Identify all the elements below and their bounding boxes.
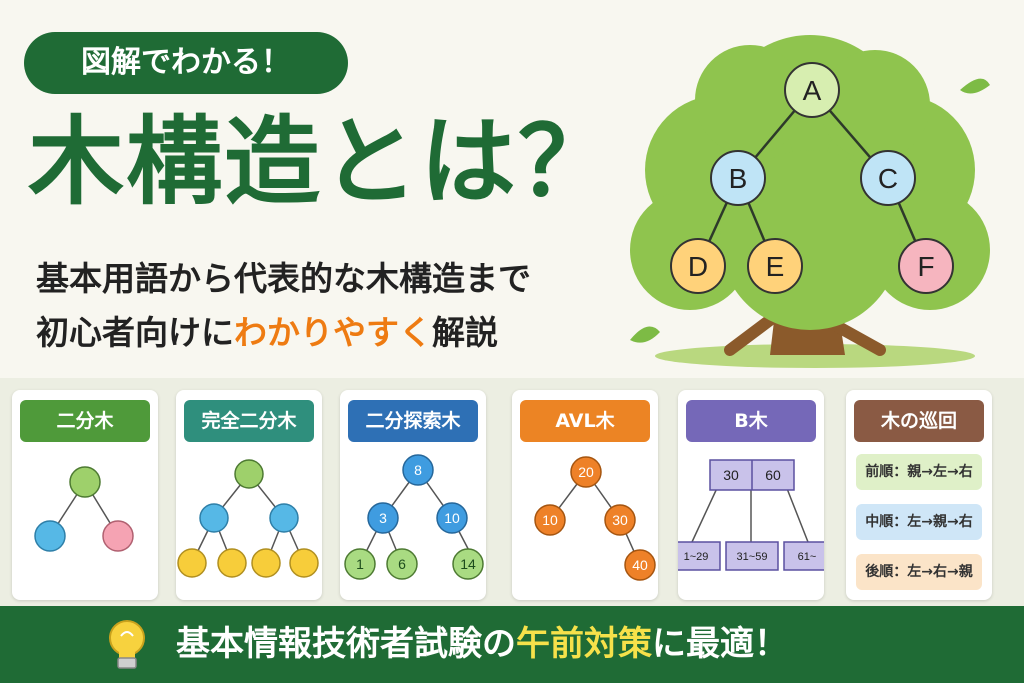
card-binary-search-tree: 二分探索木 8 3 10 1 6 14: [340, 390, 486, 600]
bst-node-label: 8: [414, 462, 422, 478]
footer-suffix: に最適！: [652, 624, 788, 664]
b-tree-child-range: 31~59: [737, 551, 768, 563]
tree-node: [34, 520, 66, 552]
card-tree-traversal: 木の巡回 前順：親→左→右 中順：左→親→右 後順：左→右→親: [846, 390, 992, 600]
intro-badge: 図解でわかる！: [24, 32, 348, 94]
tree-node: [289, 548, 319, 578]
card-binary-tree: 二分木: [12, 390, 158, 600]
subtitle-line-2: 初心者向けにわかりやすく解説: [36, 306, 531, 360]
b-tree-diagram: 30 60 1~29 31~59 61~: [678, 459, 824, 571]
b-tree-child-node: [678, 541, 721, 571]
card-title: 二分探索木: [348, 400, 478, 442]
avl-node-label: 30: [612, 512, 628, 528]
avl-node: [534, 504, 566, 536]
subtitle: 基本用語から代表的な木構造まで 初心者向けにわかりやすく解説: [36, 252, 531, 360]
bst-node: [436, 502, 468, 534]
footer-highlight: 午前対策: [516, 624, 652, 664]
bst-node-label: 1: [356, 556, 364, 572]
bst-node: [344, 548, 376, 580]
binary-search-tree-diagram: 8 3 10 1 6 14: [344, 454, 484, 580]
bst-node: [452, 548, 484, 580]
tree-node: [177, 548, 207, 578]
card-b-tree: B木 30 60 1~29 31~59 61~: [678, 390, 824, 600]
traversal-inorder: 中順：左→親→右: [856, 504, 982, 540]
card-title: AVL木: [520, 400, 650, 442]
card-complete-binary-tree: 完全二分木: [176, 390, 322, 600]
tree-node: [199, 503, 229, 533]
b-tree-child-range: 61~: [798, 551, 817, 563]
hero-section: 図解でわかる！ 木構造とは？ 基本用語から代表的な木構造まで 初心者向けにわかり…: [24, 32, 990, 368]
bst-node: [386, 548, 418, 580]
svg-text:D: D: [688, 251, 708, 282]
tree-node-C: C: [860, 150, 916, 206]
bst-node-label: 6: [398, 556, 406, 572]
subtitle-prefix: 初心者向けに: [36, 313, 234, 352]
page-title: 木構造とは？: [28, 106, 616, 218]
card-title: 木の巡回: [854, 400, 984, 442]
subtitle-accent: わかりやすく: [234, 313, 432, 352]
tree-node: [251, 548, 281, 578]
binary-tree-diagram: [34, 466, 134, 552]
bst-node: [367, 502, 399, 534]
tree-node-B: B: [710, 150, 766, 206]
bst-node: [402, 454, 434, 486]
tree-node-A: A: [784, 62, 840, 118]
b-tree-key: 60: [765, 467, 781, 483]
tree-node: [269, 503, 299, 533]
bst-node-label: 3: [379, 510, 387, 526]
footer-text: 基本情報技術者試験の午前対策に最適！: [176, 606, 788, 683]
avl-node: [604, 504, 636, 536]
svg-text:C: C: [878, 163, 898, 194]
b-tree-key: 30: [723, 467, 739, 483]
card-title: B木: [686, 400, 816, 442]
tree-node-D: D: [670, 238, 726, 294]
tree-roots: [724, 314, 886, 356]
avl-node-label: 10: [542, 512, 558, 528]
tree-node: [102, 520, 134, 552]
card-avl-tree: AVL木 20 10 30 40: [512, 390, 658, 600]
tree-node: [217, 548, 247, 578]
card-title: 二分木: [20, 400, 150, 442]
traversal-postorder: 後順：左→右→親: [856, 554, 982, 590]
svg-text:F: F: [917, 251, 934, 282]
bst-node-label: 14: [460, 556, 476, 572]
card-title: 完全二分木: [184, 400, 314, 442]
avl-node: [624, 549, 656, 581]
subtitle-line-1: 基本用語から代表的な木構造まで: [36, 259, 531, 298]
svg-text:B: B: [729, 163, 748, 194]
lightbulb-icon: [109, 620, 145, 669]
leaf-icon: [630, 326, 660, 343]
tree-node: [69, 466, 101, 498]
tree-illustration: A B C D E F: [630, 35, 990, 368]
avl-node-label: 20: [578, 464, 594, 480]
svg-text:E: E: [766, 251, 785, 282]
bst-node-label: 10: [444, 510, 460, 526]
tree-node-F: F: [898, 238, 954, 294]
svg-text:A: A: [803, 75, 822, 106]
footer-banner: 基本情報技術者試験の午前対策に最適！: [0, 606, 1024, 683]
tree-node: [234, 459, 264, 489]
b-tree-child-node: [783, 541, 824, 571]
footer-prefix: 基本情報技術者試験の: [176, 624, 516, 664]
avl-tree-diagram: 20 10 30 40: [534, 456, 656, 581]
b-tree-child-range: 1~29: [684, 551, 709, 563]
complete-binary-tree-diagram: [177, 459, 319, 578]
leaf-icon: [960, 78, 990, 94]
traversal-preorder: 前順：親→左→右: [856, 454, 982, 490]
avl-node-label: 40: [632, 557, 648, 573]
avl-node: [570, 456, 602, 488]
tree-node-E: E: [747, 238, 803, 294]
b-tree-child-node: [725, 541, 779, 571]
subtitle-suffix: 解説: [432, 313, 498, 352]
